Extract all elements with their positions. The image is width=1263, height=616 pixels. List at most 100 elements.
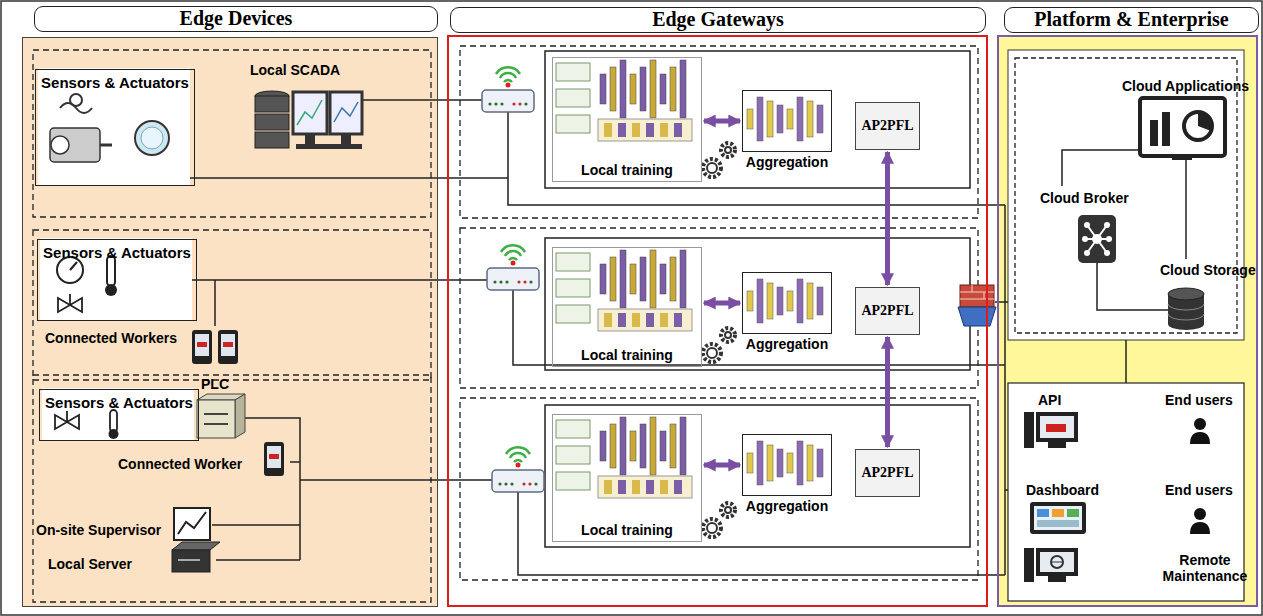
box-title: AP2PFL — [861, 118, 913, 134]
scada-icon — [341, 134, 351, 144]
network-figure — [620, 60, 626, 118]
gear-icon — [707, 348, 717, 358]
wires — [1004, 205, 1006, 575]
gateway-groups — [545, 405, 970, 547]
plc-icon — [204, 423, 228, 425]
aggregation-figure — [807, 445, 813, 481]
box-caption: Aggregation — [746, 336, 828, 352]
sensor-icons — [50, 128, 100, 162]
model-figures — [556, 60, 823, 537]
scada-icon — [334, 102, 358, 122]
aggregation-figure — [777, 449, 783, 477]
routers — [482, 67, 534, 112]
routers — [492, 447, 544, 492]
wires — [212, 524, 300, 526]
supervisor-icon — [174, 508, 210, 540]
wires — [1185, 160, 1187, 259]
scada-icon — [293, 92, 327, 134]
sensor-icons — [60, 103, 92, 113]
cloud-icons — [1162, 112, 1170, 146]
icon-label: Local SCADA — [250, 62, 340, 78]
wires — [190, 177, 508, 179]
wires — [214, 280, 216, 326]
local-training-box: Local training — [552, 57, 702, 182]
network-figure — [600, 264, 606, 294]
wires — [1097, 263, 1168, 310]
icon-label: Dashboard — [1026, 482, 1099, 498]
scada-icon — [255, 91, 289, 148]
panel-fills — [1015, 58, 1237, 333]
network-figure — [598, 309, 692, 331]
worker-phones — [264, 442, 284, 476]
icon-label: API — [1038, 392, 1061, 408]
wires — [190, 100, 1186, 575]
sensor-icons — [50, 94, 169, 439]
network-figure — [646, 313, 654, 327]
wires — [1125, 340, 1127, 383]
network-figure — [632, 313, 640, 327]
network-figure — [660, 313, 668, 327]
cloud-icons — [1106, 236, 1112, 242]
network-figure — [556, 420, 590, 438]
aggregation-figure — [797, 279, 803, 323]
network-figure — [640, 67, 646, 111]
local-training-box: Local training — [552, 414, 702, 542]
panel-heading: Platform & Enterprise — [1004, 7, 1259, 33]
aggregation-figure — [777, 287, 783, 315]
gear-icon — [703, 344, 721, 362]
network-figure — [556, 279, 590, 297]
double-arrow — [885, 337, 890, 447]
sensor-box-fills — [40, 238, 192, 320]
ap2pfl-box: AP2PFL — [855, 102, 920, 150]
gear-icon — [721, 143, 735, 157]
device-groups — [33, 50, 431, 217]
cloud-icons — [1078, 215, 1116, 263]
plc-icon — [197, 394, 245, 438]
box-title: Local training — [581, 347, 673, 363]
cloud-icons — [1082, 236, 1088, 242]
aggregation-figure — [747, 279, 823, 323]
aggregation-figure — [767, 445, 773, 481]
aggregation-figure — [777, 105, 783, 133]
network-figure — [670, 67, 676, 111]
wires — [300, 479, 492, 481]
gateway-groups — [460, 46, 978, 218]
enterprise-icons — [1024, 548, 1034, 582]
gateway-groups — [460, 398, 978, 580]
firewall-icon — [958, 285, 996, 326]
sensor-box: Sensors & Actuators — [35, 69, 195, 186]
box-title: Local training — [581, 522, 673, 538]
box-caption: Aggregation — [746, 498, 828, 514]
gear-icon — [725, 507, 731, 513]
supervisor-icon — [178, 512, 206, 534]
gateway-groups — [545, 51, 970, 188]
sensor-icons — [69, 294, 71, 305]
network-figure — [650, 250, 656, 308]
network-figure — [620, 417, 626, 475]
enterprise-icons — [1051, 562, 1063, 563]
firewall-icon — [960, 292, 994, 293]
box-title: Sensors & Actuators — [45, 394, 193, 411]
cloud-icons — [1084, 222, 1090, 228]
firewall-icon — [960, 299, 994, 300]
network-figure — [670, 257, 676, 301]
aggregation-box: Aggregation — [742, 434, 832, 496]
scada-icon — [255, 96, 289, 112]
aggregation-figure — [817, 287, 823, 315]
gateway-groups — [460, 46, 978, 580]
gateway-groups — [460, 228, 978, 388]
icon-label: Connected Worker — [118, 456, 242, 472]
network-figure — [610, 257, 616, 301]
plc-icon — [235, 394, 245, 438]
scada-icon — [255, 132, 289, 148]
network-figure — [660, 480, 668, 494]
double-arrow — [704, 119, 740, 124]
cloud-icons — [1078, 98, 1225, 330]
icon-label: Cloud Storage — [1160, 262, 1256, 278]
network-figure — [556, 305, 590, 323]
gear-icon — [703, 159, 721, 177]
wires — [508, 112, 1005, 205]
worker-phones — [192, 330, 212, 364]
